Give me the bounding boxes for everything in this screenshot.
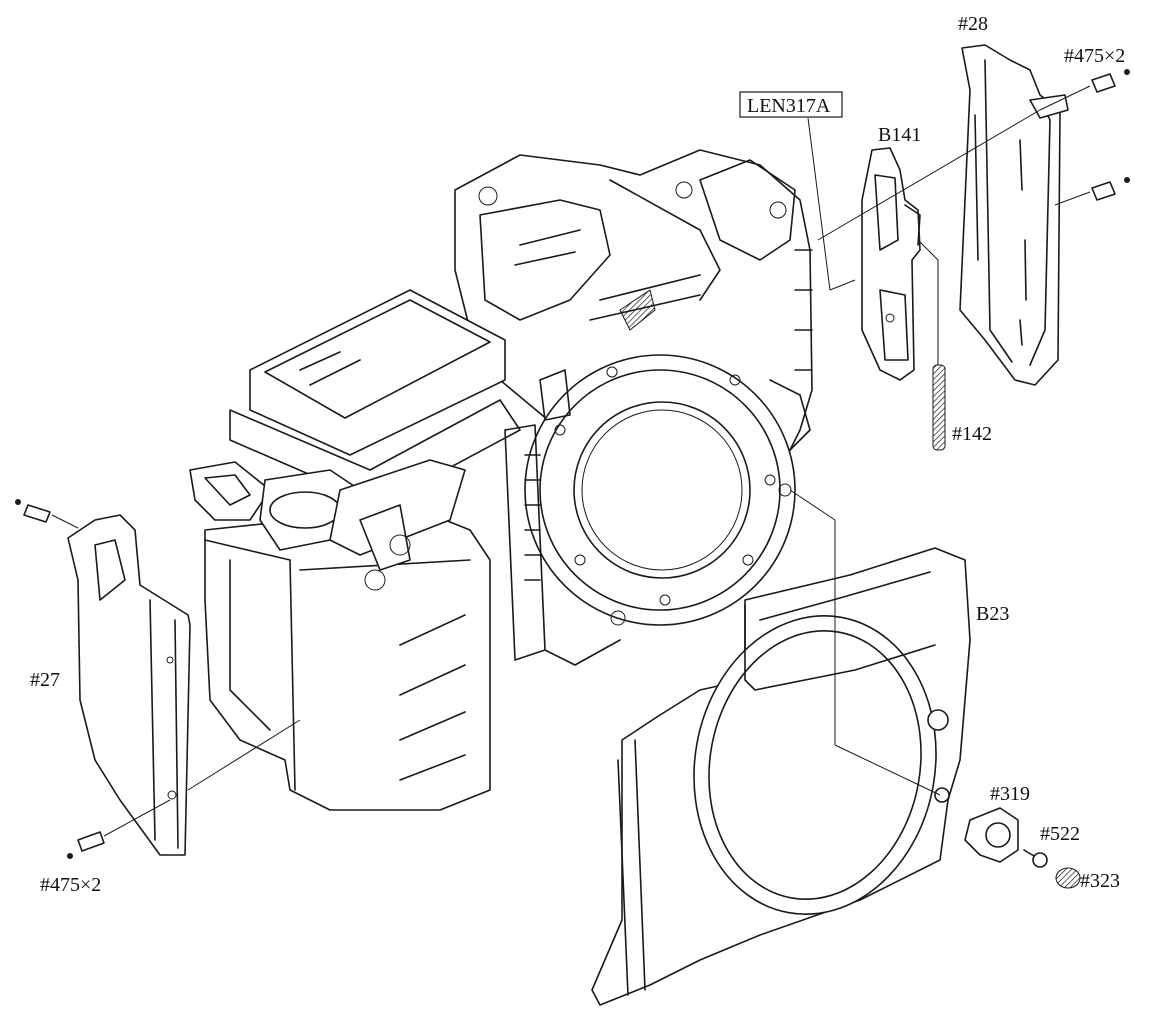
label-part-319: #319 — [990, 783, 1030, 805]
part-142-spring — [932, 364, 946, 451]
label-part-142: #142 — [952, 423, 992, 445]
label-part-522: #522 — [1040, 823, 1080, 845]
label-b141: B141 — [878, 124, 921, 146]
leader-lines — [51, 85, 1091, 837]
screw-left-top — [15, 499, 51, 523]
label-b23: B23 — [976, 603, 1009, 625]
label-box-len317a — [739, 91, 843, 118]
label-screw-475-bottom: #475×2 — [40, 874, 101, 896]
part-28-cover — [959, 44, 1069, 386]
label-part-27: #27 — [30, 669, 60, 691]
label-part-28: #28 — [958, 13, 988, 35]
screw-left-bottom — [67, 831, 105, 859]
part-b23-front-cover — [591, 547, 971, 1006]
screw-top-right-1 — [1091, 69, 1130, 93]
part-b141-bracket — [861, 147, 921, 381]
label-len317a: LEN317A — [747, 95, 831, 117]
screw-top-right-2 — [1091, 177, 1130, 201]
small-parts-cluster — [964, 807, 1081, 889]
label-screw-475-top: #475×2 — [1064, 45, 1125, 67]
part-27-cover — [67, 514, 191, 856]
label-part-323: #323 — [1080, 870, 1120, 892]
